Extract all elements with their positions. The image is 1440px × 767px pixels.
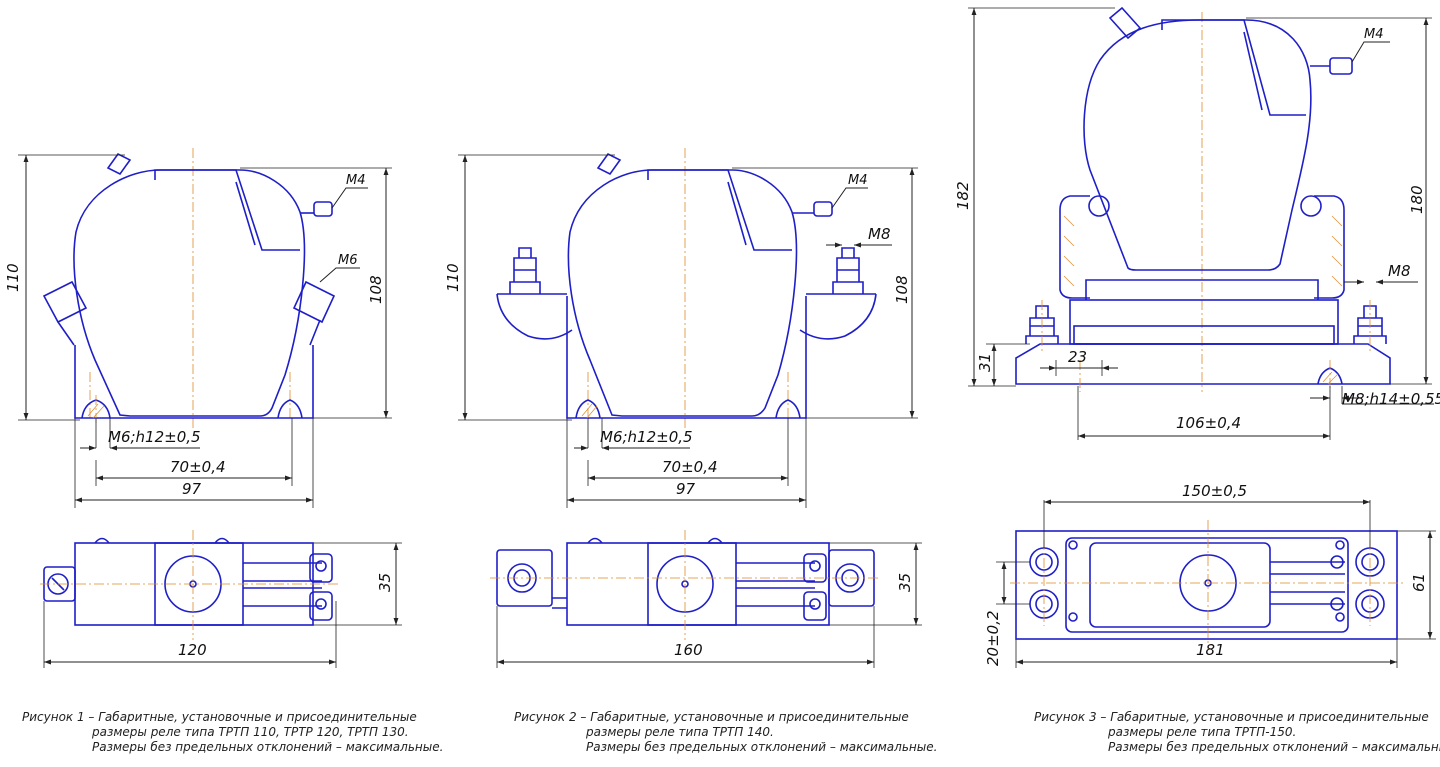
fig1-plan: 35 120	[40, 530, 402, 668]
fig3-foot-width: 23	[1068, 348, 1087, 366]
fig1-dimensions: 110 108 M4 M6 M6;h12±0,5 70±0,4 97	[4, 154, 392, 508]
fig1-caption-line2: размеры реле типа ТРТП 110, ТРТР 120, ТР…	[92, 725, 409, 739]
fig3-mount-hole: M8;h14±0,55	[1342, 390, 1440, 408]
fig3-plan-pitch: 20±0,2	[984, 610, 1002, 666]
fig1-caption: Рисунок 1 – Габаритные, установочные и п…	[22, 710, 443, 755]
fig1-thread-top: M4	[346, 173, 366, 188]
fig3-elevation	[1015, 6, 1391, 392]
fig2-mount-hole: M6;h12±0,5	[600, 428, 693, 446]
fig2-caption-line3: Размеры без предельных отклонений – макс…	[586, 740, 938, 754]
fig1-dim-h-total: 110	[4, 263, 22, 292]
fig3-plan-width: 181	[1196, 641, 1225, 659]
fig2-plan-height: 35	[896, 573, 914, 592]
fig3-caption-line3: Размеры без предельных отклонений – макс…	[1108, 740, 1440, 754]
fig3-plan: 150±0,5 61 20±0,2 181	[984, 482, 1436, 668]
fig3-base-height: 31	[976, 353, 994, 372]
fig3-caption-line2: размеры реле типа ТРТП-150.	[1108, 725, 1297, 739]
fig2-caption: Рисунок 2 – Габаритные, установочные и п…	[514, 710, 937, 755]
fig3-caption: Рисунок 3 – Габаритные, установочные и п…	[1034, 710, 1440, 755]
fig1-plan-height: 35	[376, 573, 394, 592]
fig3-plan-spacing: 150±0,5	[1182, 482, 1247, 500]
fig1-plan-width: 120	[178, 641, 207, 659]
fig1-mount-spacing: 70±0,4	[170, 458, 226, 476]
fig3-dimensions: 182 180 M4 M8 31 23 M8;h14±0,55 1	[954, 7, 1440, 440]
fig3-dim-h-body: 180	[1408, 185, 1426, 214]
fig1-caption-line3: Размеры без предельных отклонений – макс…	[92, 740, 444, 754]
fig1-thread-side: M6	[338, 253, 358, 268]
fig3-thread-side: M8	[1388, 262, 1411, 280]
figure-2: 110 108 M4 M8 M6;h12±0,5 70±0,4 97	[444, 148, 922, 668]
fig2-thread-side: M8	[868, 225, 891, 243]
fig2-mount-spacing: 70±0,4	[662, 458, 718, 476]
fig2-dimensions: 110 108 M4 M8 M6;h12±0,5 70±0,4 97	[444, 154, 918, 508]
fig1-mount-hole: M6;h12±0,5	[108, 428, 201, 446]
fig3-plan-height: 61	[1410, 573, 1428, 592]
fig3-mount-spacing: 106±0,4	[1176, 414, 1241, 432]
fig1-dim-h-body: 108	[367, 275, 385, 304]
figure-1: 110 108 M4 M6 M6;h12±0,5 70±0,4 97	[4, 148, 402, 668]
fig1-caption-line1: Рисунок 1 – Габаритные, установочные и п…	[22, 710, 417, 724]
fig1-elevation	[42, 148, 336, 428]
fig2-thread-top: M4	[848, 173, 868, 188]
fig3-thread-top: M4	[1364, 27, 1384, 42]
fig2-plan-width: 160	[674, 641, 703, 659]
fig2-dim-h-body: 108	[893, 275, 911, 304]
figure-3: 182 180 M4 M8 31 23 M8;h14±0,55 1	[954, 6, 1440, 668]
fig1-base-width: 97	[182, 480, 202, 498]
fig2-plan: 35 160	[490, 530, 922, 668]
fig2-caption-line1: Рисунок 2 – Габаритные, установочные и п…	[514, 710, 909, 724]
fig3-caption-line1: Рисунок 3 – Габаритные, установочные и п…	[1034, 710, 1429, 724]
fig2-caption-line2: размеры реле типа ТРТП 140.	[586, 725, 774, 739]
fig3-dim-h-total: 182	[954, 181, 972, 210]
fig2-elevation	[496, 148, 877, 428]
fig2-base-width: 97	[676, 480, 696, 498]
fig2-dim-h-total: 110	[444, 263, 462, 292]
